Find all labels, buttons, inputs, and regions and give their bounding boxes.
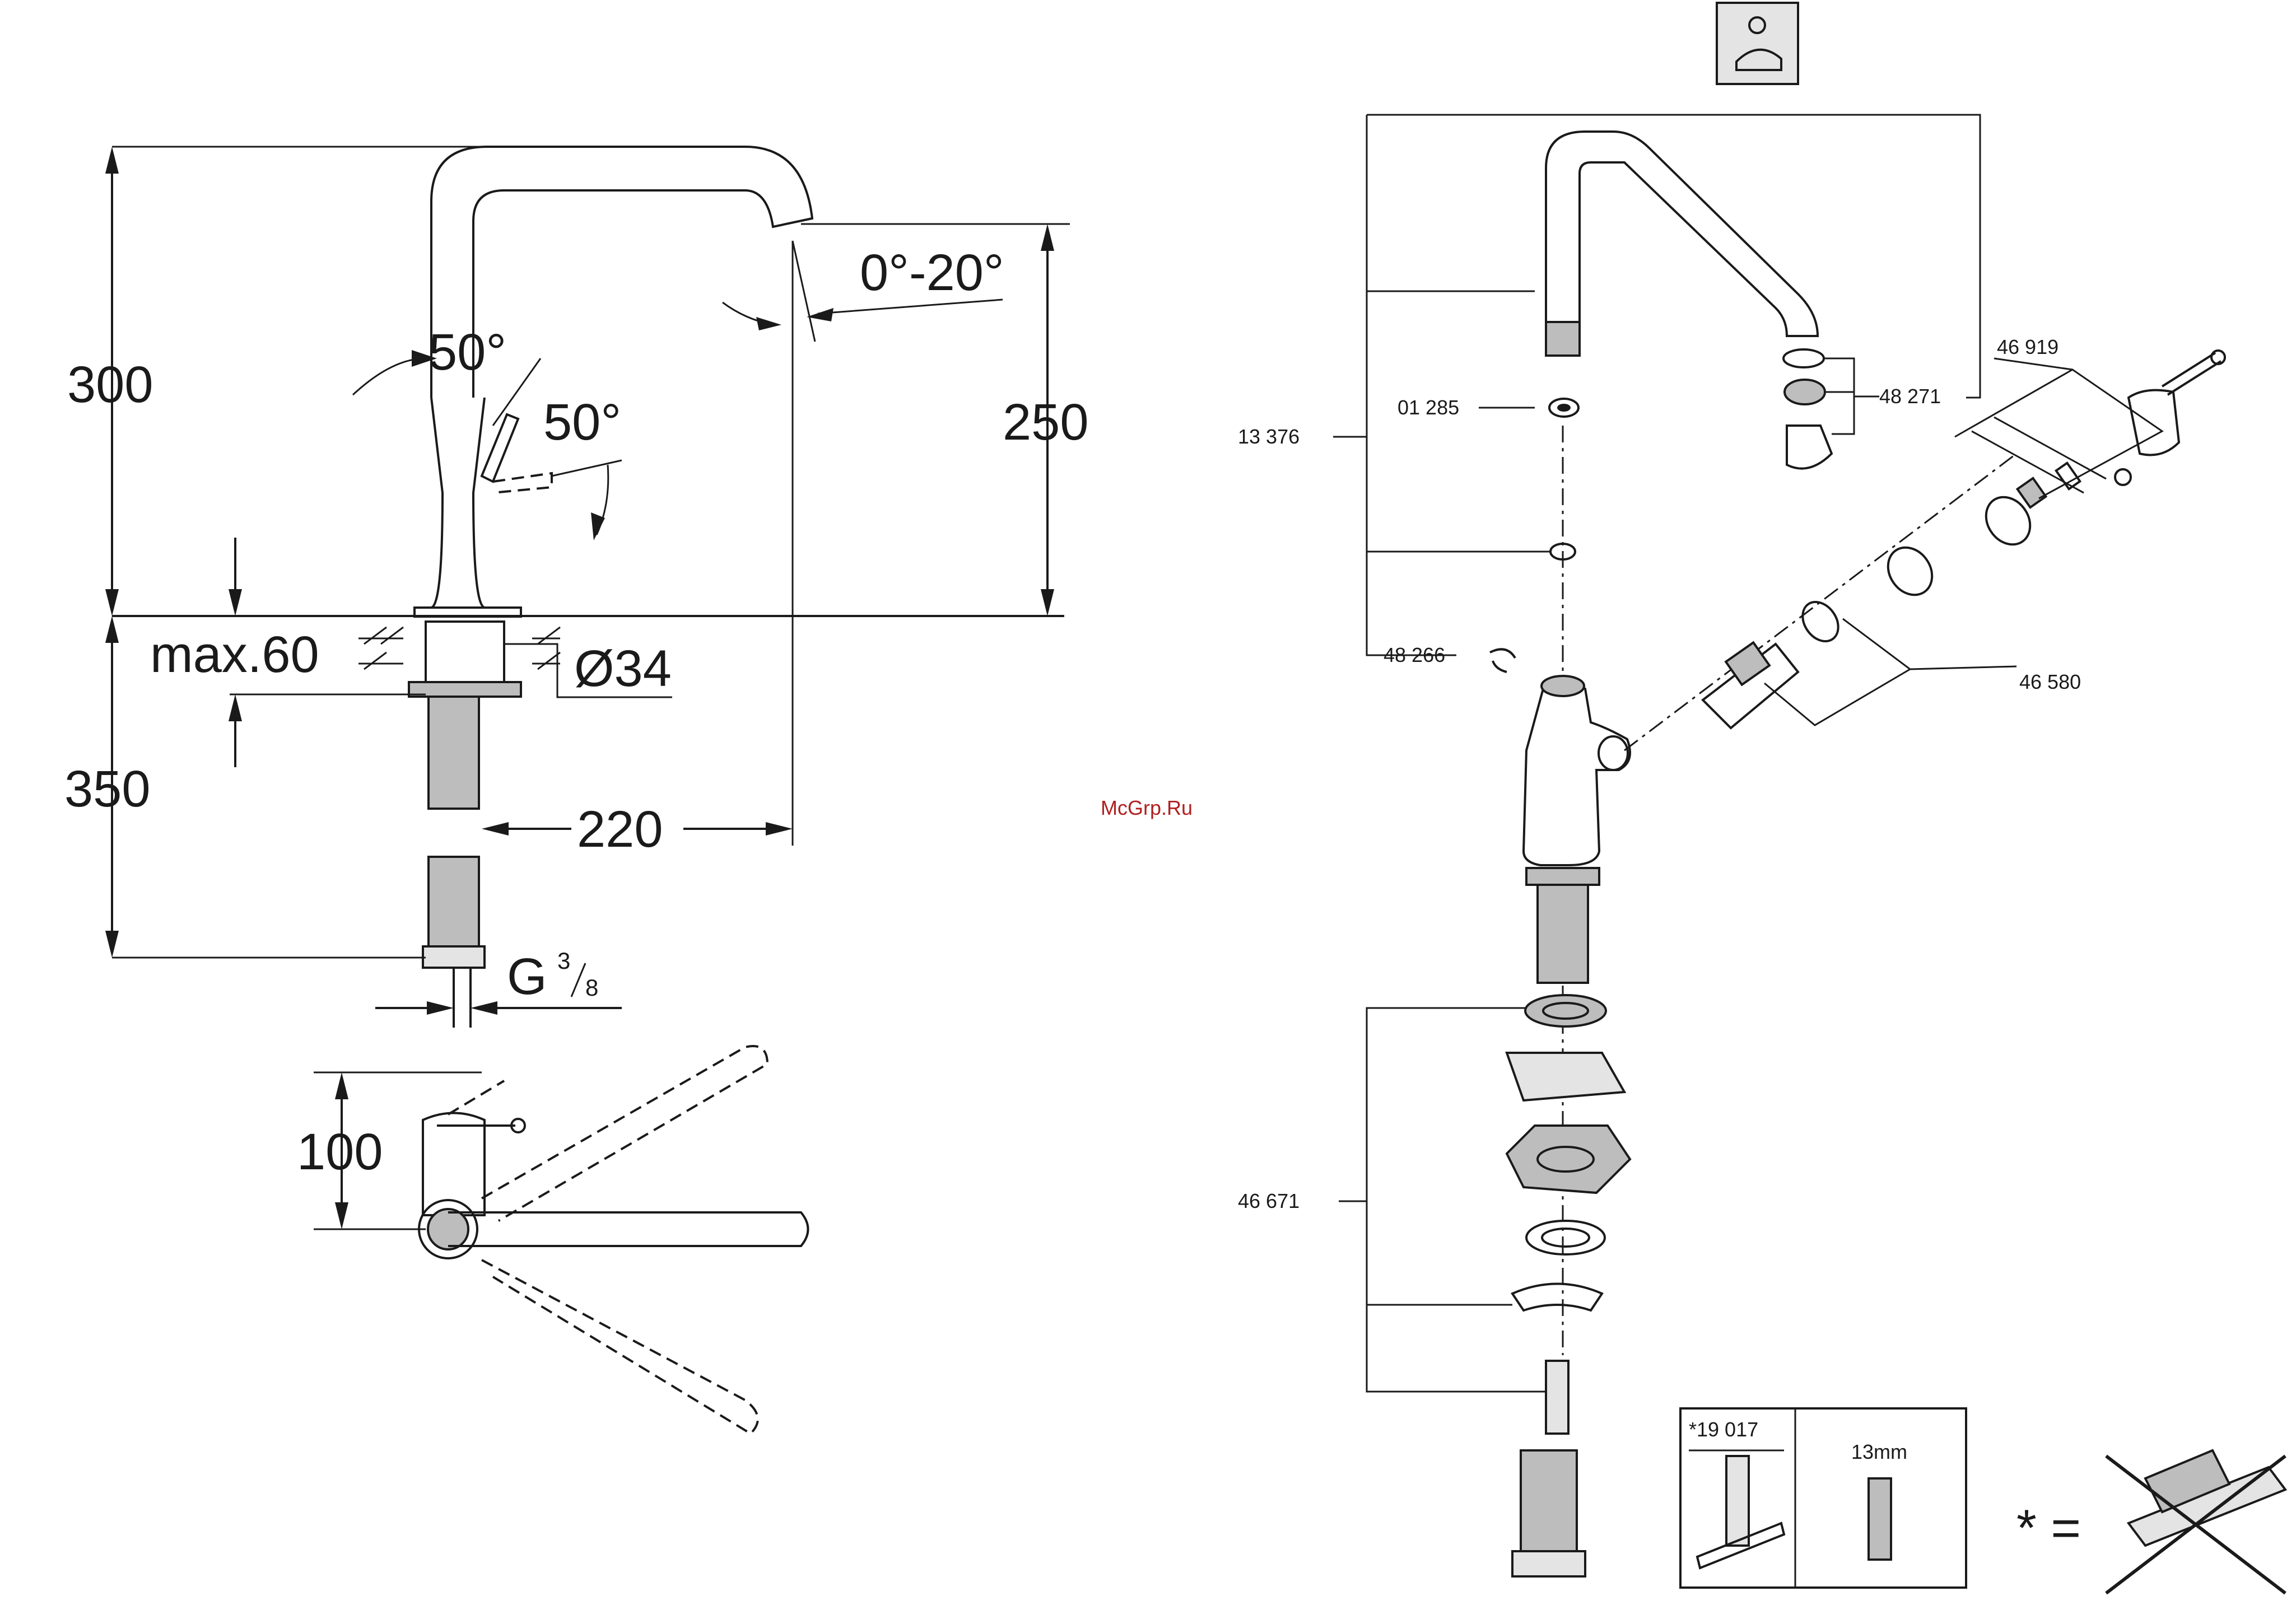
part-48271: 48 271 [1879,385,1941,408]
wrench-size: 13mm [1851,1440,1907,1463]
dim-220: 220 [577,801,663,858]
part-46671: 46 671 [1238,1189,1300,1212]
no-abrasive-icon [2106,1450,2285,1593]
cartridge [1703,642,1798,728]
lever-outline [482,414,518,482]
dim-thread-g: G [507,948,547,1005]
hose-upper [429,697,479,809]
dim-lever-angle-2: 50° [543,394,621,451]
top-spout-arm-swivel-down [482,1260,758,1434]
dim-lever-angle-1: 50° [429,324,506,381]
exploded-stud [1546,1361,1568,1434]
watermark: McGrp.Ru [1101,796,1193,819]
product-icon-box [1717,3,1798,84]
exploded-spout [1546,132,1818,336]
side-elevation: 300 250 0°-20° 50° 50° max.60 Ø34 [64,147,1089,1028]
exploded-hoses-bottom [1521,1450,1577,1551]
counter-section [358,622,560,697]
part-46919: 46 919 [1997,335,2059,358]
dim-300: 300 [67,356,153,413]
top-view: 100 [297,1046,808,1434]
dim-diameter-34: Ø34 [574,640,672,697]
part-48266: 48 266 [1384,643,1445,666]
part-46580: 46 580 [2019,670,2081,693]
faucet-body-outline [431,398,485,608]
dim-350: 350 [64,760,151,818]
dim-100: 100 [297,1123,383,1180]
top-spout-arm-swivel-up [482,1046,767,1221]
dim-max-60: max.60 [150,626,319,683]
dim-250: 250 [1003,394,1089,451]
lever-down-position [493,473,552,493]
exploded-body [1524,680,1630,865]
exploded-view: 13 376 01 285 48 271 48 266 [1238,3,2285,1593]
top-spout-arm [448,1212,808,1246]
dim-thread-den: 8 [585,974,598,1001]
hose-nut [423,946,485,968]
part-01285: 01 285 [1398,396,1459,419]
tool-code: *19 017 [1689,1418,1758,1441]
hose-lower [429,857,479,946]
dim-thread-num: 3 [557,948,570,974]
exploded-hoses-top [1538,885,1588,983]
dim-swivel-angle: 0°-20° [860,244,1004,301]
part-13376: 13 376 [1238,425,1300,448]
equals-note: * = [2016,1500,2081,1557]
